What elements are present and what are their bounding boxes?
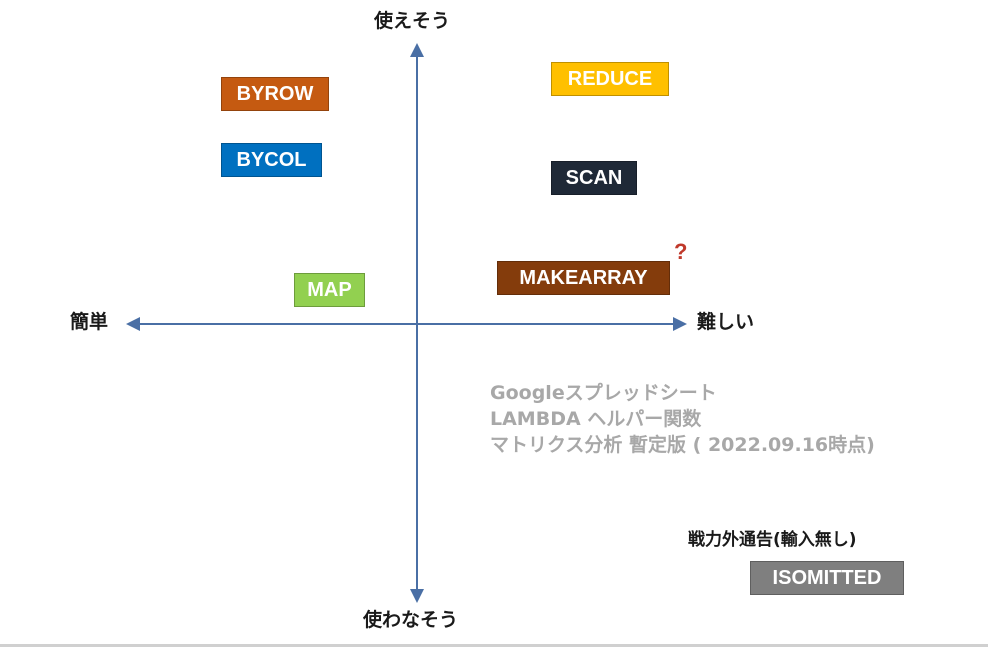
axis-label-top: 使えそう [374, 10, 451, 32]
function-tag-makearray: MAKEARRAY [497, 261, 670, 295]
question-mark-icon: ? [674, 239, 688, 264]
function-tag-byrow: BYROW [221, 77, 329, 111]
bottom-divider [0, 644, 988, 647]
function-tag-map: MAP [294, 273, 365, 307]
axis-label-bottom: 使わなそう [363, 609, 459, 631]
function-tag-bycol: BYCOL [221, 143, 322, 177]
excluded-label: 戦力外通告(輸入無し) [688, 530, 857, 550]
caption-line-3: マトリクス分析 暫定版 ( 2022.09.16時点) [490, 434, 875, 456]
axis-label-left: 簡単 [70, 311, 109, 333]
function-tag-scan: SCAN [551, 161, 637, 195]
axis-label-right: 難しい [697, 311, 755, 333]
caption-line-2: LAMBDA ヘルパー関数 [490, 408, 702, 430]
caption-line-1: Googleスプレッドシート [490, 382, 717, 404]
matrix-caption: Googleスプレッドシート LAMBDA ヘルパー関数 マトリクス分析 暫定版… [490, 380, 875, 458]
function-tag-reduce: REDUCE [551, 62, 669, 96]
function-tag-isomitted: ISOMITTED [750, 561, 904, 595]
